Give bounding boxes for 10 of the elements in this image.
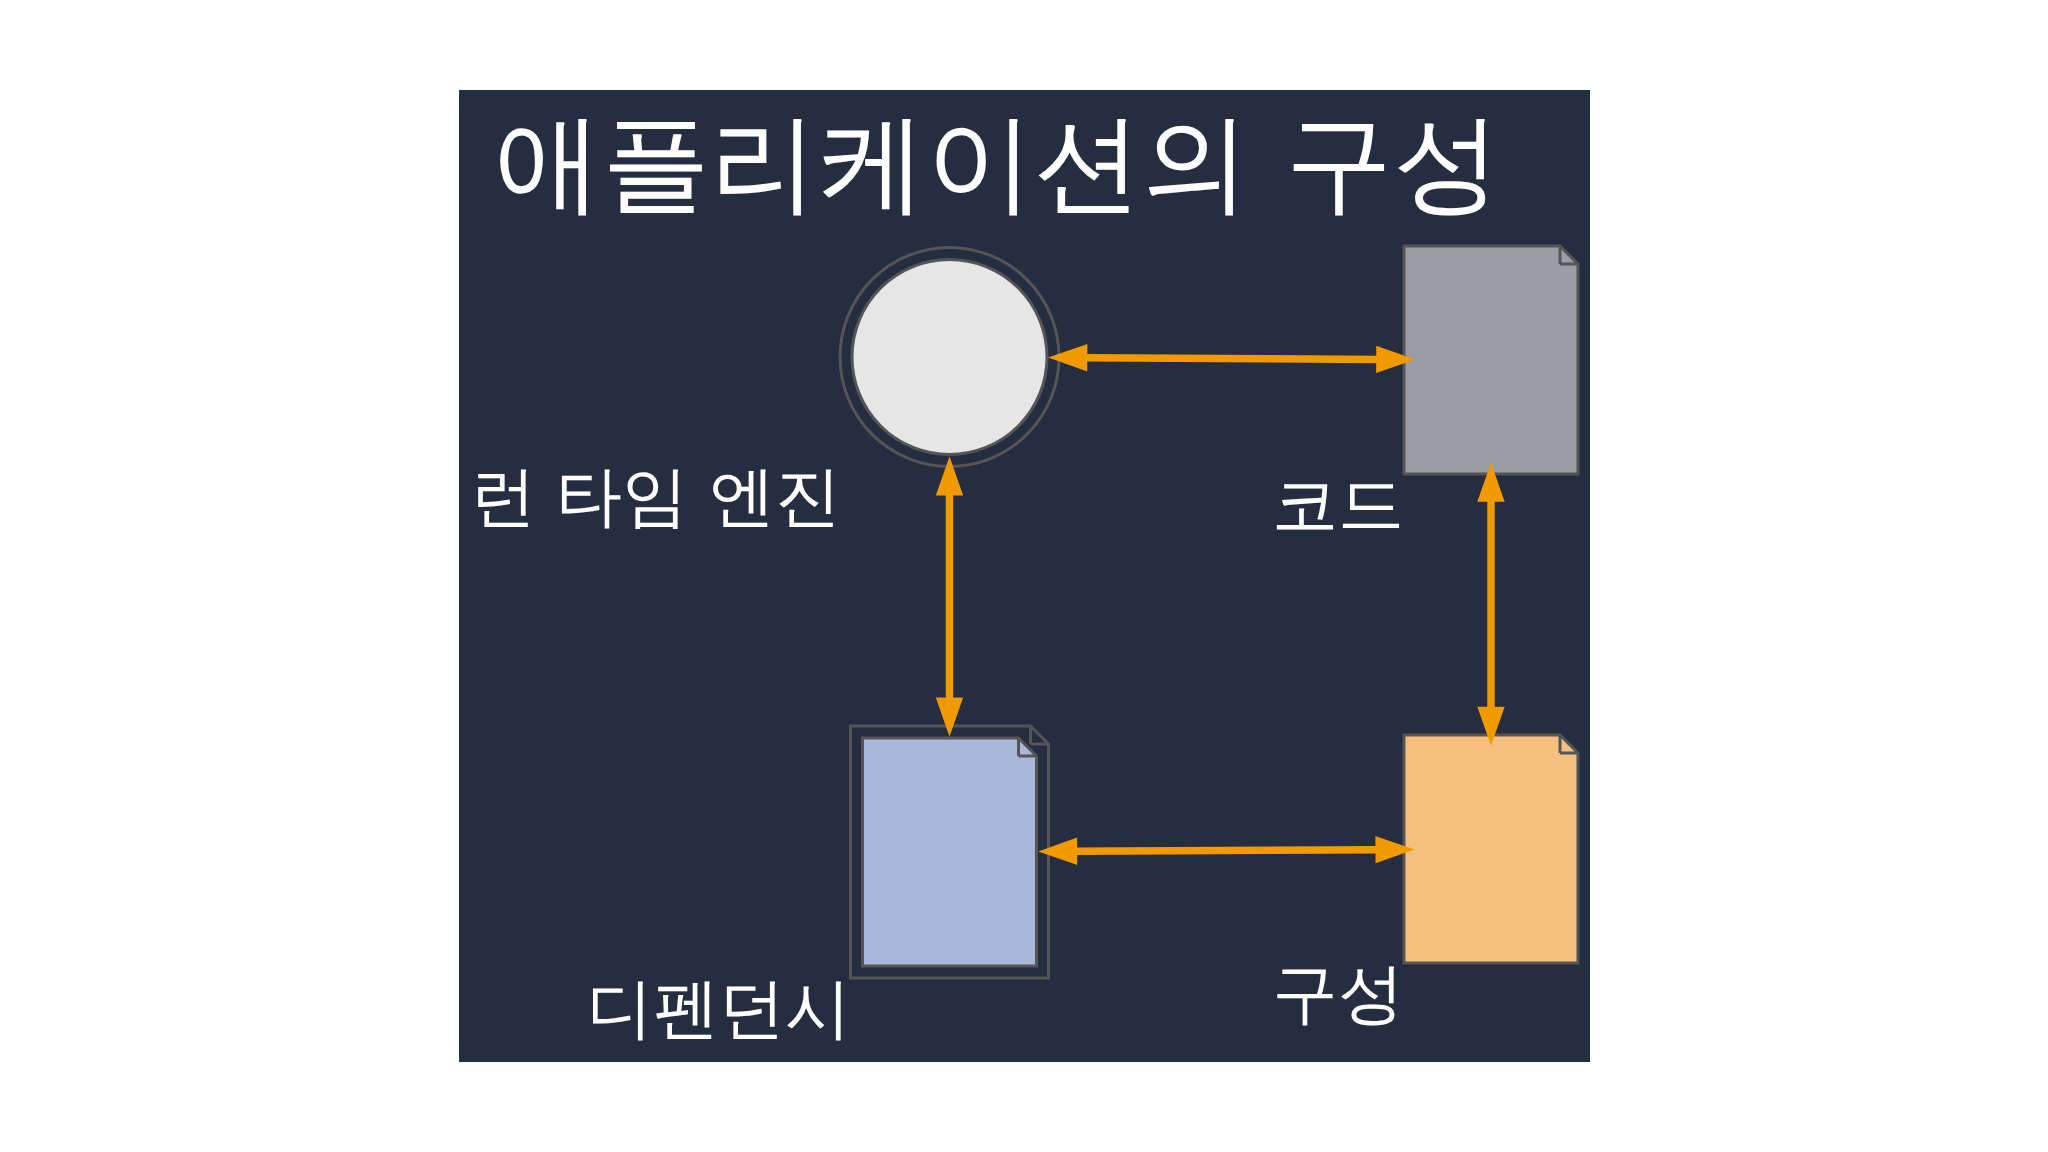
node-label: 런 타임 엔진 [469, 458, 841, 536]
arrow [1476, 462, 1505, 746]
node-gear [838, 246, 1060, 468]
node-label: 디펜던시 [586, 969, 850, 1047]
arrow [1037, 835, 1415, 865]
arrow [1047, 344, 1415, 374]
node-label: 구성 [1271, 954, 1404, 1032]
diagram-title: 애플리케이션의 구성 [493, 100, 1501, 226]
arrow [935, 456, 963, 737]
node-label: 코드 [1271, 465, 1404, 543]
